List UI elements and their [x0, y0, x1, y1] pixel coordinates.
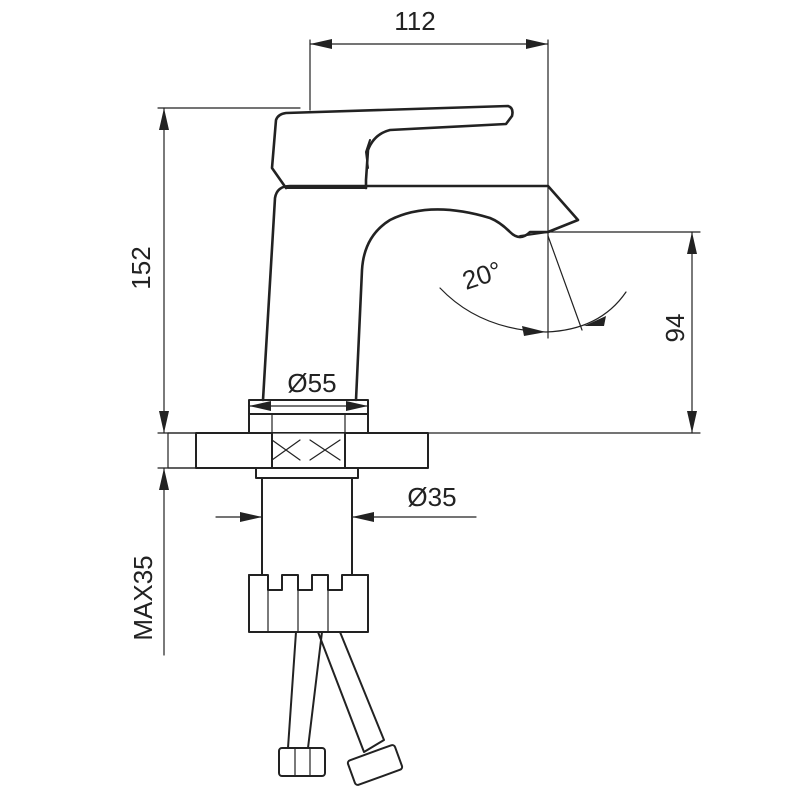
faucet-handle: [270, 104, 514, 190]
dimension-label-dia-35: Ø35: [407, 482, 456, 512]
braided-hose-left: [278, 631, 326, 777]
braided-hose-right: [317, 631, 404, 786]
mounting-shank: [255, 467, 359, 576]
dimension-label-112: 112: [394, 6, 435, 36]
dimension-height-152: 152: [126, 107, 301, 434]
dimension-height-94: 94: [547, 231, 701, 434]
dimension-max-35: MAX35: [128, 467, 197, 656]
dimension-angle-20: 20°: [439, 235, 627, 336]
dimension-label-20-degree: 20°: [459, 255, 506, 296]
dimension-width-112: 112: [309, 6, 549, 339]
dimension-label-152: 152: [126, 246, 156, 289]
faucet-body: [261, 184, 580, 402]
dimension-label-max-35: MAX35: [128, 555, 158, 640]
dimension-label-dia-55: Ø55: [287, 368, 336, 398]
dimension-diameter-35: Ø35: [215, 482, 477, 522]
dimension-diameter-55: Ø55: [248, 368, 369, 411]
faucet-base: [248, 399, 369, 434]
mounting-nut: [248, 574, 369, 633]
dimension-label-94: 94: [660, 314, 690, 343]
countertop-section: [167, 432, 701, 469]
